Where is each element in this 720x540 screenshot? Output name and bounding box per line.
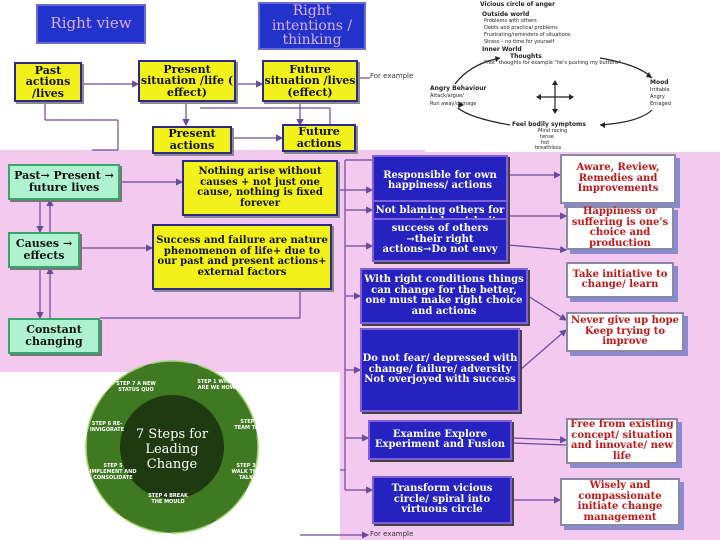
mood-item: Irritable [650, 87, 670, 93]
step-label: STEP 4 BREAK THE MOULD [148, 493, 188, 505]
thoughts-label: Thoughts [510, 53, 542, 60]
principle-box: Do not fear/ depressed with change/ fail… [360, 328, 520, 412]
future-actions-box: Future actions [282, 124, 356, 152]
behaviour-item: Run away/damage [430, 101, 477, 107]
for-example-label-top: For example [370, 72, 414, 80]
bodily-symptoms-label: Feel bodily symptoms [512, 121, 586, 128]
outcome-box: Aware, Review, Remedies and Improvements [560, 154, 676, 204]
header-right-intentions: Right intentions / thinking [258, 2, 366, 50]
past-actions-box: Past actions /lives [14, 62, 82, 102]
bodily-item: Mind racing [538, 128, 568, 134]
causes-effects-box: Causes → effects [8, 232, 80, 268]
mood-label: Mood [650, 79, 669, 86]
outside-item: Stress – no time for yourself [484, 39, 555, 45]
principle-box: Transform vicious circle/ spiral into vi… [372, 476, 512, 524]
outside-item: Debts and practical problems [484, 25, 558, 31]
principle-box: With right conditions things can change … [360, 268, 528, 324]
outcome-box: Never give up hope Keep trying to improv… [566, 312, 684, 352]
behaviour-label: Angry Behaviour [430, 85, 487, 92]
principle-box: Responsible for own happiness/ actions [372, 155, 508, 207]
present-actions-box: Present actions [152, 126, 232, 154]
step-label: STEP 6 RE-INVIGORATE [89, 421, 125, 433]
thoughts-sub: "Hot" thoughts for example "he's pushing… [484, 60, 621, 66]
step-label: STEP 5 IMPLEMENT AND CONSOLIDATE [89, 463, 137, 481]
outcome-box: Happiness or suffering is one's choice a… [566, 206, 674, 250]
vicious-circle-title: Vicious circle of anger [480, 1, 556, 8]
future-situation-box: Future situation /lives (effect) [262, 60, 358, 102]
outcome-box: Take initiative to change/ learn [566, 262, 674, 298]
outside-world-label: Outside world [482, 11, 530, 18]
nothing-arise-box: Nothing arise without causes + not just … [182, 160, 338, 216]
mood-item: Angry [650, 94, 665, 100]
seven-steps-title: 7 Steps for Leading Change [135, 427, 209, 472]
for-example-label-bottom: For example [370, 530, 414, 538]
bodily-item: tense [540, 134, 554, 140]
present-situation-box: Present situation /life ( effect) [138, 60, 236, 102]
vicious-circle-panel [425, 0, 720, 152]
inner-world-label: Inner World [482, 46, 522, 53]
header-right-view: Right view [36, 4, 146, 44]
principle-box: Examine Explore Experiment and Fusion [368, 420, 512, 460]
outcome-box: Free from existing concept/ situation an… [566, 418, 678, 464]
step-label: STEP 3 WALK THE TALK [231, 463, 261, 481]
step-label: STEP 7 A NEW STATUS QUO [116, 381, 156, 393]
step-label: STEP 1 WHERE ARE WE NOW? [197, 379, 239, 391]
outcome-box: Wisely and compassionate initiate change… [560, 478, 680, 526]
success-failure-box: Success and failure are nature phenomeno… [152, 224, 332, 290]
mood-item: Enraged [650, 101, 671, 107]
behaviour-item: Attack/argue/ [430, 93, 464, 99]
past-present-future-box: Past→ Present → future lives [8, 164, 120, 200]
outside-item: Frustrating/reminders of situations [484, 32, 571, 38]
bodily-item: breathless [535, 145, 562, 151]
step-label: STEP 2 TEAM TALK [234, 419, 266, 431]
outside-item: Problems with others [484, 18, 537, 24]
bodily-item: hot [541, 140, 550, 146]
constant-changing-box: Constant changing [8, 318, 100, 354]
principle-box: success of others →their right actions→D… [372, 218, 508, 262]
